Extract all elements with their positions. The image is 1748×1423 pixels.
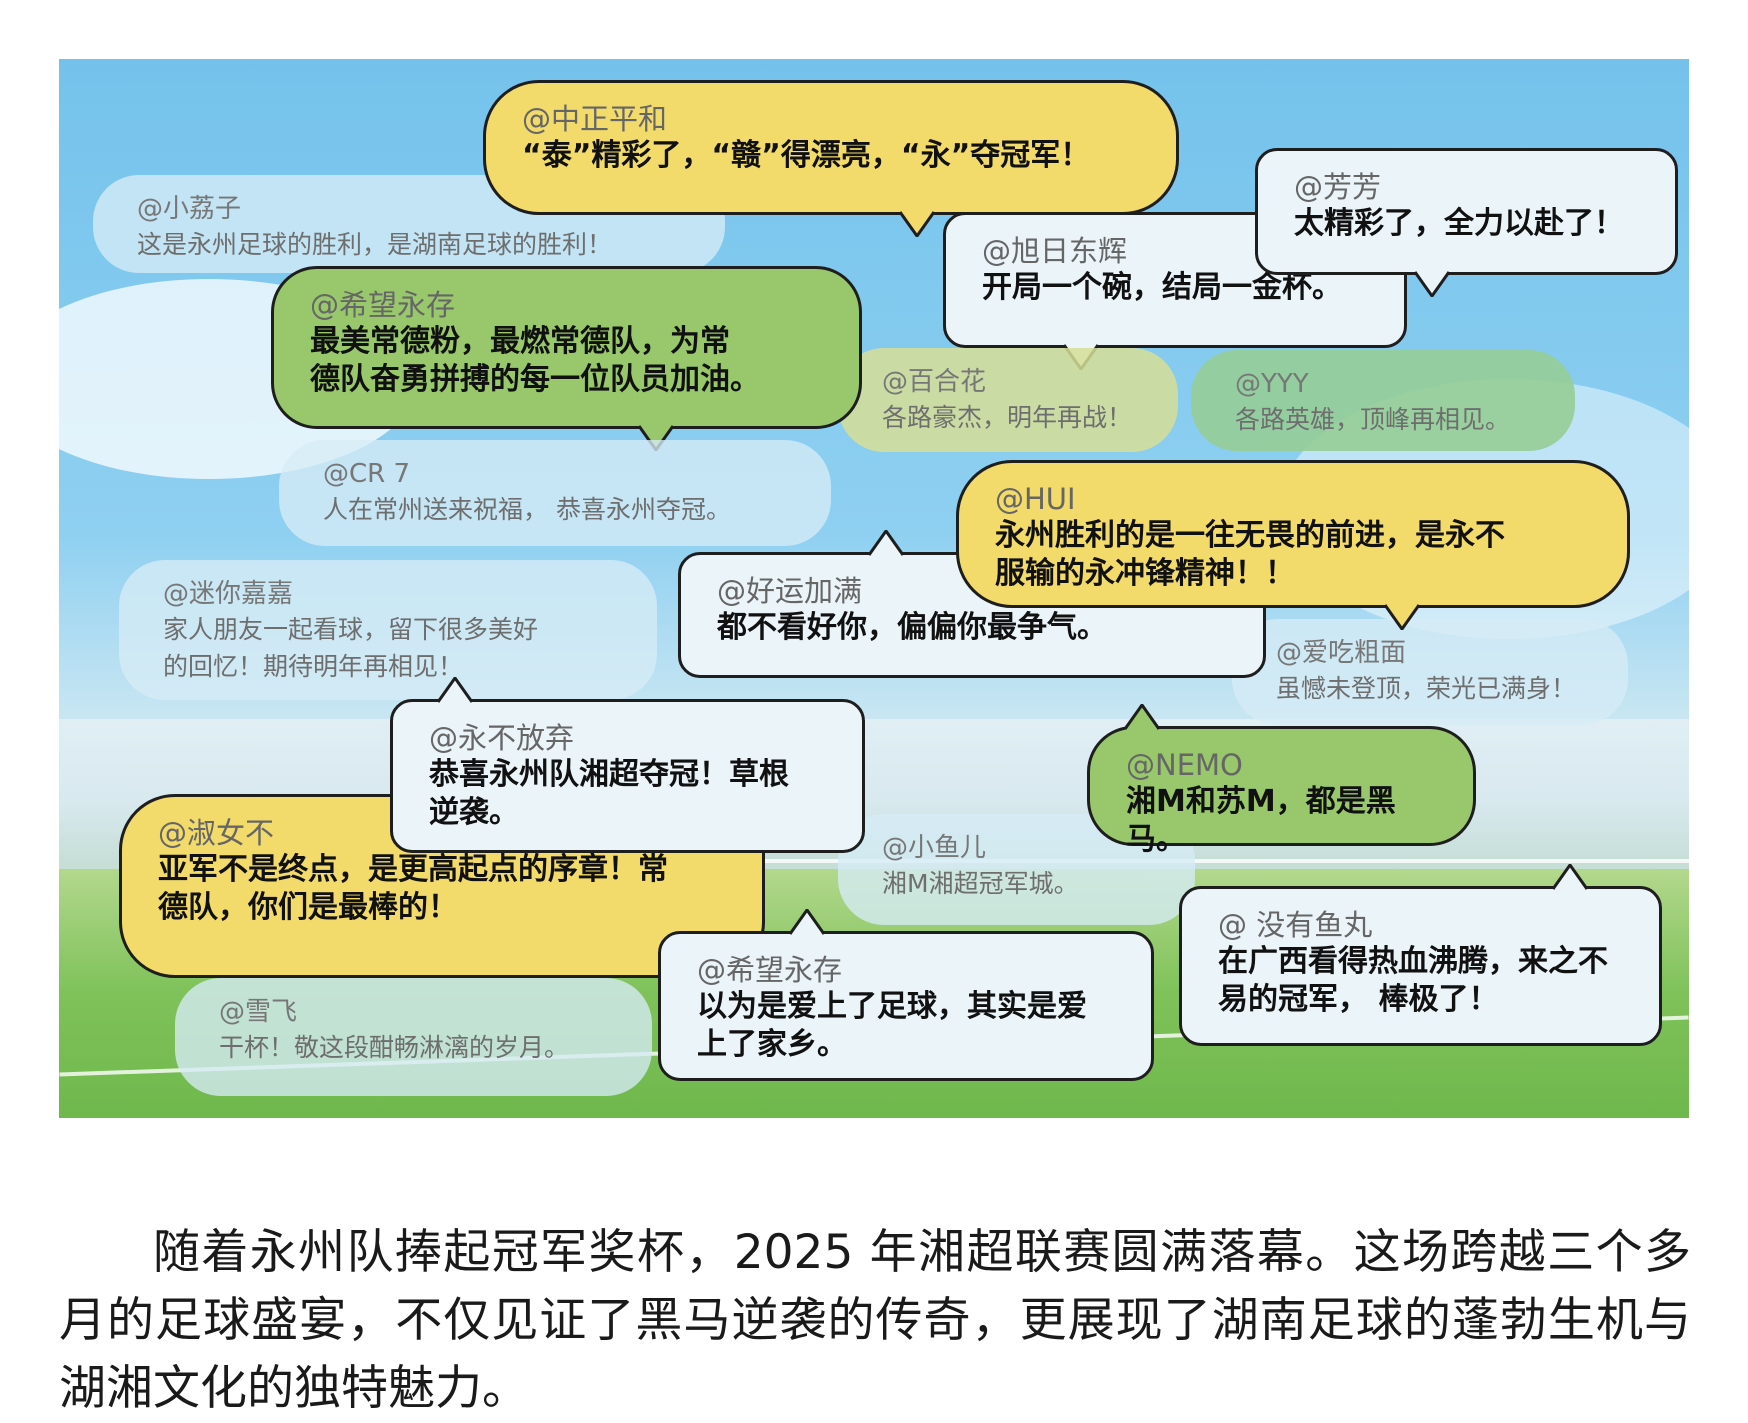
comment-bubble: @中正平和“泰”精彩了，“赣”得漂亮，“永”夺冠军！ (483, 80, 1179, 237)
comment-text: 最美常德粉，最燃常德队，为常 德队奋勇拼搏的每一位队员加油。 (310, 324, 760, 397)
comment-username: @小鱼儿 (882, 833, 987, 863)
comment-username: @百合花 (882, 367, 987, 397)
comment-bubble: @希望永存以为是爱上了足球，其实是爱 上了家乡。 (658, 909, 1154, 1081)
comment-text: 虽憾未登顶，荣光已满身！ (1276, 673, 1577, 703)
comment-username: @芳芳 (1294, 170, 1382, 204)
comment-username: @HUI (995, 482, 1076, 516)
comment-username: @迷你嘉嘉 (163, 579, 294, 609)
comment-text: 这是永州足球的胜利，是湖南足球的胜利！ (137, 229, 613, 259)
comment-text: 永州胜利的是一往无畏的前进，是永不 服输的永冲锋精神！！ (995, 518, 1505, 591)
faded-comment-bubble: @爱吃粗面虽憾未登顶，荣光已满身！ (1232, 619, 1628, 725)
comment-username: @ 没有鱼丸 (1218, 908, 1373, 942)
comment-username: @希望永存 (697, 953, 843, 987)
comment-text: “泰”精彩了，“赣”得漂亮，“永”夺冠军！ (522, 138, 1091, 174)
comment-username: @小荔子 (137, 194, 242, 224)
comment-text: 亚军不是终点，是更高起点的序章！常 德队，你们是最棒的！ (158, 852, 668, 925)
comment-text: 各路英雄，顶峰再相见。 (1235, 404, 1511, 434)
comment-bubble: @芳芳太精彩了，全力以赴了！ (1255, 148, 1678, 297)
comment-username: @爱吃粗面 (1276, 638, 1407, 668)
speech-tail-icon (1553, 864, 1587, 890)
comment-text: 湘M和苏M，都是黑马。 (1126, 784, 1396, 857)
faded-comment-bubble: @小鱼儿湘M湘超冠军城。 (838, 814, 1195, 925)
comment-username: @CR 7 (323, 459, 411, 489)
faded-comment-bubble: @CR 7 人在常州送来祝福， 恭喜永州夺冠。 (279, 440, 831, 546)
comment-text: 各路豪杰，明年再战！ (882, 402, 1133, 432)
comment-bubble: @ 没有鱼丸在广西看得热血沸腾，来之不 易的冠军， 棒极了！ (1179, 864, 1662, 1046)
comment-text: 家人朋友一起看球，留下很多美好 的回忆！期待明年再相见！ (163, 614, 539, 682)
field-line (759, 859, 1689, 863)
comment-text: 人在常州送来祝福， 恭喜永州夺冠。 (323, 494, 731, 524)
comment-text: 干杯！敬这段酣畅淋漓的岁月。 (219, 1032, 570, 1062)
speech-tail-icon (1415, 271, 1449, 297)
comment-text: 太精彩了，全力以赴了！ (1294, 206, 1624, 242)
comment-bubble: @永不放弃恭喜永州队湘超夺冠！草根 逆袭。 (390, 677, 865, 853)
comment-bubble: @希望永存最美常德粉，最燃常德队，为常 德队奋勇拼搏的每一位队员加油。 (271, 266, 862, 451)
comment-username: @希望永存 (310, 288, 456, 322)
faded-comment-bubble: @小荔子这是永州足球的胜利，是湖南足球的胜利！ (93, 175, 725, 273)
comment-text: 都不看好你，偏偏你最争气。 (717, 610, 1107, 646)
comment-text: 湘M湘超冠军城。 (882, 868, 1079, 898)
speech-tail-icon (438, 677, 472, 703)
comment-username: @雪飞 (219, 997, 298, 1027)
speech-tail-icon (900, 211, 934, 237)
faded-comment-bubble: @百合花各路豪杰，明年再战！ (838, 348, 1178, 452)
comment-text: 开局一个碗，结局一金杯。 (982, 270, 1342, 306)
speech-tail-icon (1125, 704, 1159, 730)
comment-text: 在广西看得热血沸腾，来之不 易的冠军， 棒极了！ (1218, 944, 1608, 1017)
comment-username: @好运加满 (717, 574, 863, 608)
comment-username: @淑女不 (158, 816, 275, 850)
faded-comment-bubble: @迷你嘉嘉家人朋友一起看球，留下很多美好 的回忆！期待明年再相见！ (119, 560, 657, 700)
speech-tail-icon (1385, 604, 1419, 630)
speech-tail-icon (869, 530, 903, 556)
comment-illustration: @小荔子这是永州足球的胜利，是湖南足球的胜利！@中正平和“泰”精彩了，“赣”得漂… (59, 59, 1689, 1118)
comment-username: @永不放弃 (429, 721, 575, 755)
comment-username: @旭日东辉 (982, 234, 1128, 268)
comment-username: @中正平和 (522, 102, 668, 136)
speech-tail-icon (790, 909, 824, 935)
comment-username: @YYY (1235, 369, 1309, 399)
comment-text: 以为是爱上了足球，其实是爱 上了家乡。 (697, 989, 1087, 1062)
faded-comment-bubble: @雪飞干杯！敬这段酣畅淋漓的岁月。 (175, 978, 652, 1096)
comment-username: @NEMO (1126, 748, 1243, 782)
comment-text: 恭喜永州队湘超夺冠！草根 逆袭。 (429, 757, 789, 830)
body-paragraph: 随着永州队捧起冠军奖杯，2025 年湘超联赛圆满落幕。这场跨越三个多月的足球盛宴… (59, 1225, 1691, 1416)
faded-comment-bubble: @YYY 各路英雄，顶峰再相见。 (1191, 350, 1575, 451)
